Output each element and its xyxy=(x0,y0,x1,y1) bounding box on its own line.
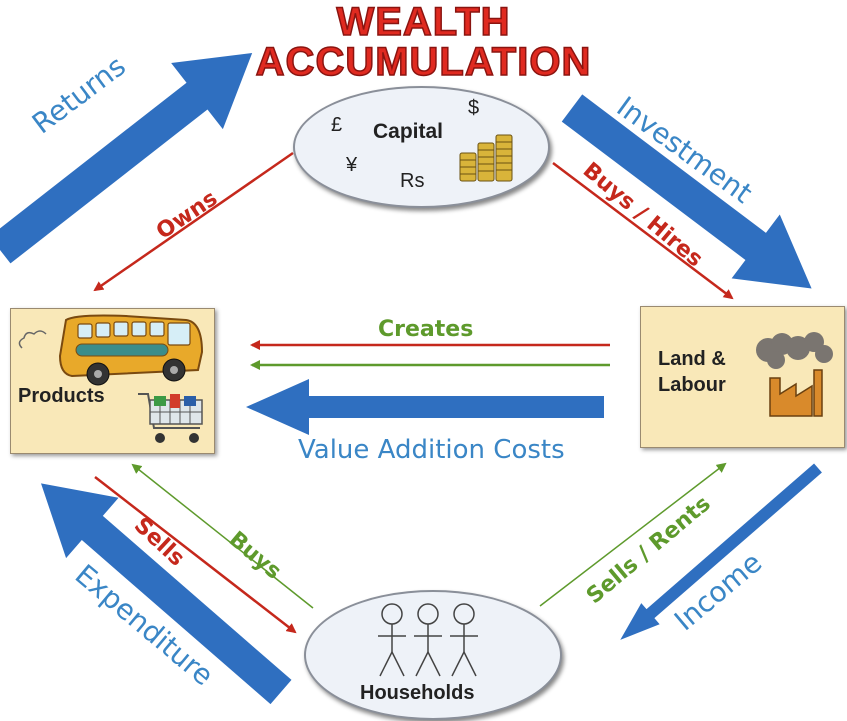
capital-label: Capital xyxy=(373,120,444,143)
people-icon xyxy=(378,603,478,677)
expenditure-arrow xyxy=(41,483,292,705)
pound-symbol: £ xyxy=(331,114,343,136)
creates-label: Creates xyxy=(378,317,474,342)
returns-arrow xyxy=(0,52,253,264)
buys-arrow xyxy=(131,463,314,609)
title-line-2: ACCUMULATION xyxy=(255,39,592,85)
households-node xyxy=(304,590,562,720)
dollar-symbol: $ xyxy=(468,97,480,119)
sells-arrow xyxy=(94,476,297,634)
buys-hires-arrow xyxy=(552,162,734,300)
land-labour-label-1: Land & xyxy=(658,348,726,370)
rupee-symbol: Rs xyxy=(400,170,425,192)
owns-arrow xyxy=(93,151,294,292)
factory-icon xyxy=(756,332,833,417)
shopping-cart-icon xyxy=(138,393,203,443)
bus-icon xyxy=(18,314,204,386)
value-addition-arrow xyxy=(246,379,604,435)
households-label: Households xyxy=(360,682,475,704)
income-arrow xyxy=(620,463,822,640)
coin-stacks-icon xyxy=(459,134,513,182)
yen-symbol: ¥ xyxy=(346,154,358,176)
land-labour-node xyxy=(640,306,845,448)
land-labour-label-2: Labour xyxy=(658,374,726,396)
title-line-1: WEALTH xyxy=(336,0,511,45)
sells-rents-arrow xyxy=(539,462,727,607)
investment-arrow xyxy=(561,94,812,289)
value-addition-label: Value Addition Costs xyxy=(298,435,565,465)
products-label: Products xyxy=(18,385,105,407)
